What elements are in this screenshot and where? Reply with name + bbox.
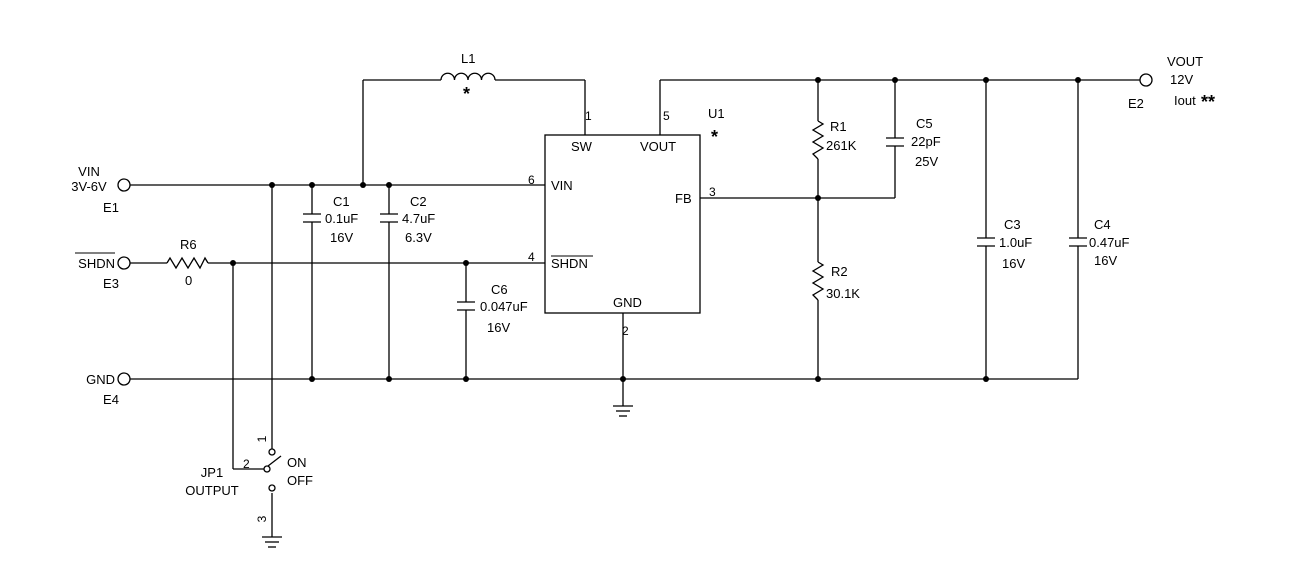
resistor-r1: R1 261K — [811, 119, 857, 160]
jp1-pin2: 2 — [243, 457, 250, 471]
vin-range-label: 3V-6V — [71, 179, 107, 194]
jp1-off-label: OFF — [287, 473, 313, 488]
r2-value: 30.1K — [826, 286, 860, 301]
capacitor-c1: C1 0.1uF 16V — [303, 194, 358, 245]
iout-label: Iout — [1174, 93, 1196, 108]
l1-ref: L1 — [461, 51, 475, 66]
c6-ref: C6 — [491, 282, 508, 297]
ground-icon — [613, 405, 633, 417]
jumper-jp1: 1 2 3 ON OFF JP1 OUTPUT — [185, 435, 313, 522]
pin-fb-name: FB — [675, 191, 692, 206]
jp1-on-label: ON — [287, 455, 307, 470]
pin-sw-number: 1 — [585, 109, 592, 123]
resistor-r6: R6 0 — [166, 237, 209, 288]
pin-shdn-number: 4 — [528, 250, 535, 264]
pin-vin-name: VIN — [551, 178, 573, 193]
c3-voltage: 16V — [1002, 256, 1025, 271]
pin-gnd-number: 2 — [622, 324, 629, 338]
c4-voltage: 16V — [1094, 253, 1117, 268]
c3-value: 1.0uF — [999, 235, 1032, 250]
junction-dots — [230, 77, 1081, 382]
pin-sw-name: SW — [571, 139, 593, 154]
u1-mark: * — [711, 127, 718, 147]
pin-fb-number: 3 — [709, 185, 716, 199]
resistor-r2: R2 30.1K — [811, 261, 860, 301]
c1-value: 0.1uF — [325, 211, 358, 226]
inductor-l1: L1 * — [440, 51, 496, 104]
capacitor-c4: C4 0.47uF 16V — [1069, 217, 1130, 268]
jumper-ground-icon — [262, 536, 282, 548]
e2-label: E2 — [1128, 96, 1144, 111]
r1-ref: R1 — [830, 119, 847, 134]
r6-ref: R6 — [180, 237, 197, 252]
u1-ref: U1 — [708, 106, 725, 121]
c4-ref: C4 — [1094, 217, 1111, 232]
pin-gnd-name: GND — [613, 295, 642, 310]
terminal-e2: VOUT 12V Iout ** E2 — [1128, 54, 1215, 112]
c6-voltage: 16V — [487, 320, 510, 335]
jp1-pin3: 3 — [255, 515, 269, 522]
c5-value: 22pF — [911, 134, 941, 149]
c1-ref: C1 — [333, 194, 350, 209]
c2-value: 4.7uF — [402, 211, 435, 226]
terminal-e4: GND E4 — [86, 372, 131, 407]
capacitor-c2: C2 4.7uF 6.3V — [380, 194, 435, 245]
capacitor-c6: C6 0.047uF 16V — [457, 282, 528, 335]
e1-label: E1 — [103, 200, 119, 215]
jp1-pin1: 1 — [255, 435, 269, 442]
c6-value: 0.047uF — [480, 299, 528, 314]
pin-vout-name: VOUT — [640, 139, 676, 154]
shdn-terminal-label: SHDN — [78, 256, 115, 271]
terminal-e3: SHDN E3 — [75, 252, 131, 291]
jp1-ref: JP1 — [201, 465, 223, 480]
capacitor-c5: C5 22pF 25V — [886, 116, 941, 169]
pin-vout-number: 5 — [663, 109, 670, 123]
c4-value: 0.47uF — [1089, 235, 1130, 250]
c5-voltage: 25V — [915, 154, 938, 169]
gnd-terminal-label: GND — [86, 372, 115, 387]
l1-mark: * — [463, 84, 470, 104]
c5-ref: C5 — [916, 116, 933, 131]
pin-vin-number: 6 — [528, 173, 535, 187]
e4-label: E4 — [103, 392, 119, 407]
capacitor-c3: C3 1.0uF 16V — [977, 217, 1032, 271]
wires — [130, 79, 1140, 537]
r6-value: 0 — [185, 273, 192, 288]
jp1-name: OUTPUT — [185, 483, 239, 498]
vin-label: VIN — [78, 164, 100, 179]
c3-ref: C3 — [1004, 217, 1021, 232]
r1-value: 261K — [826, 138, 857, 153]
vout-voltage-label: 12V — [1170, 72, 1193, 87]
c2-voltage: 6.3V — [405, 230, 432, 245]
iout-mark: ** — [1201, 92, 1215, 112]
ic-u1: U1 * SW 1 VOUT 5 VIN 6 FB 3 SHDN 4 GND 2 — [528, 106, 725, 338]
c1-voltage: 16V — [330, 230, 353, 245]
terminal-e1: VIN 3V-6V E1 — [71, 164, 131, 215]
r2-ref: R2 — [831, 264, 848, 279]
vout-label: VOUT — [1167, 54, 1203, 69]
c2-ref: C2 — [410, 194, 427, 209]
e3-label: E3 — [103, 276, 119, 291]
pin-shdn-name: SHDN — [551, 256, 588, 271]
